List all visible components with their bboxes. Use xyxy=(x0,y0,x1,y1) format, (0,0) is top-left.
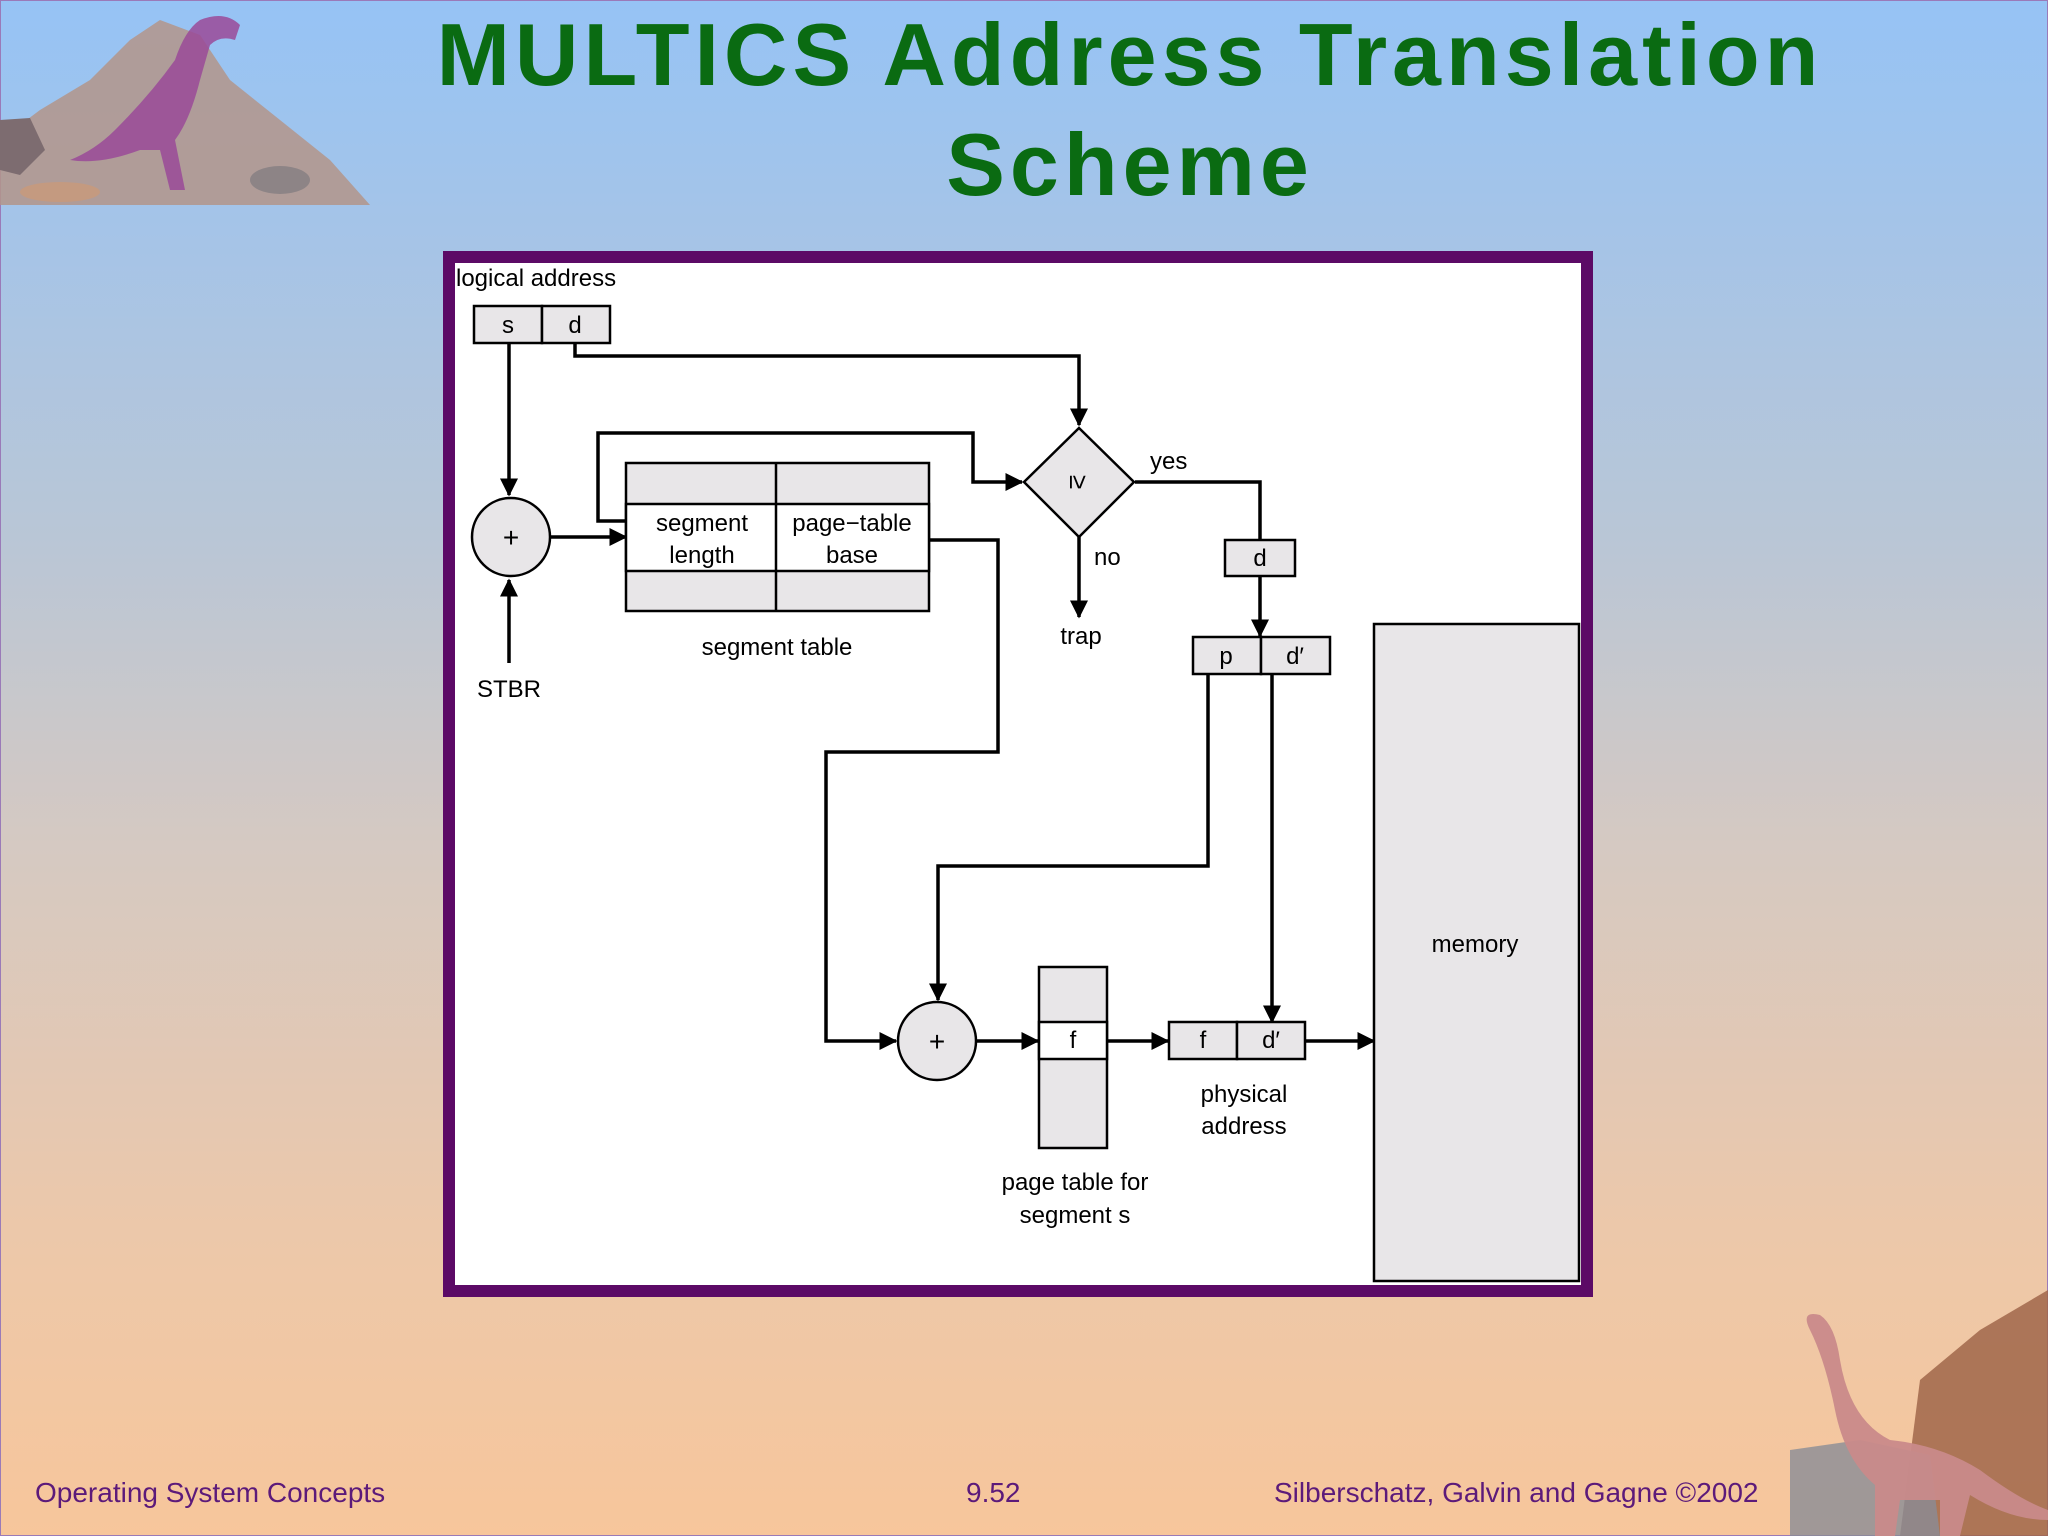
logical-address-label: logical address xyxy=(456,265,616,292)
adder-circle-2 xyxy=(896,1000,978,1082)
memory-block xyxy=(1372,622,1581,1283)
stbr-label: STBR xyxy=(477,676,541,703)
p-label: p xyxy=(1219,643,1232,670)
yes-label: yes xyxy=(1150,448,1187,475)
logical-address-d-field xyxy=(540,304,612,345)
no-label: no xyxy=(1094,544,1121,571)
segment-length-line-1: segment xyxy=(656,510,748,537)
footer-course-title: Operating System Concepts xyxy=(35,1477,386,1508)
physical-f-field xyxy=(1167,1020,1239,1061)
adder-symbol-1: + xyxy=(503,522,519,553)
p-to-adder-arrow xyxy=(929,674,1210,1002)
d-prime-field xyxy=(1259,635,1332,676)
p-field xyxy=(1191,635,1263,676)
page-table-base-line-2: base xyxy=(826,542,878,569)
segment-length-to-compare-arrow xyxy=(596,431,1024,523)
offset-d-box xyxy=(1223,538,1297,578)
trex-illustration xyxy=(0,16,370,205)
memory-label: memory xyxy=(1432,931,1519,958)
slide-title: MULTICS Address Translation Scheme xyxy=(360,0,1900,220)
d-to-compare-arrow xyxy=(573,344,1088,427)
trap-label: trap xyxy=(1060,623,1101,650)
s-label: s xyxy=(502,312,514,339)
footer-copyright: Silberschatz, Galvin and Gagne ©2002 xyxy=(1274,1477,1759,1508)
page-table-label-line-1: page table for xyxy=(1002,1169,1149,1196)
adder-symbol-2: + xyxy=(929,1026,945,1057)
page-table-base-path-arrow xyxy=(824,538,1000,1050)
page-table xyxy=(1037,965,1109,1150)
segment-table-label: segment table xyxy=(702,634,853,661)
d-prime-label: d′ xyxy=(1286,643,1304,670)
physical-f-label: f xyxy=(1200,1027,1207,1054)
multics-address-translation-diagram: logical address s d + STBR segment lengt… xyxy=(456,265,1581,1283)
title-line-2: Scheme xyxy=(946,115,1314,214)
page-table-label-line-2: segment s xyxy=(1020,1202,1131,1229)
physical-d-prime-field xyxy=(1235,1020,1307,1061)
d-label: d xyxy=(568,312,581,339)
physical-address-line-1: physical xyxy=(1201,1081,1288,1108)
compare-diamond xyxy=(1022,426,1136,539)
brontosaurus-illustration xyxy=(1790,1290,2048,1536)
compare-symbol: ≥ xyxy=(1064,475,1094,489)
diagram-frame: logical address s d + STBR segment lengt… xyxy=(443,251,1593,1297)
page-table-f-label: f xyxy=(1070,1027,1077,1054)
segment-table xyxy=(624,461,931,613)
footer-slide-number: 9.52 xyxy=(966,1477,1021,1508)
physical-address-line-2: address xyxy=(1201,1113,1286,1140)
adder-circle-1 xyxy=(470,496,552,578)
segment-length-line-2: length xyxy=(669,542,734,569)
title-line-1: MULTICS Address Translation xyxy=(436,5,1824,104)
compare-yes-line xyxy=(1135,480,1262,541)
offset-d-label: d xyxy=(1253,545,1266,572)
page-table-base-line-1: page−table xyxy=(792,510,911,537)
physical-d-prime-label: d′ xyxy=(1262,1027,1280,1054)
